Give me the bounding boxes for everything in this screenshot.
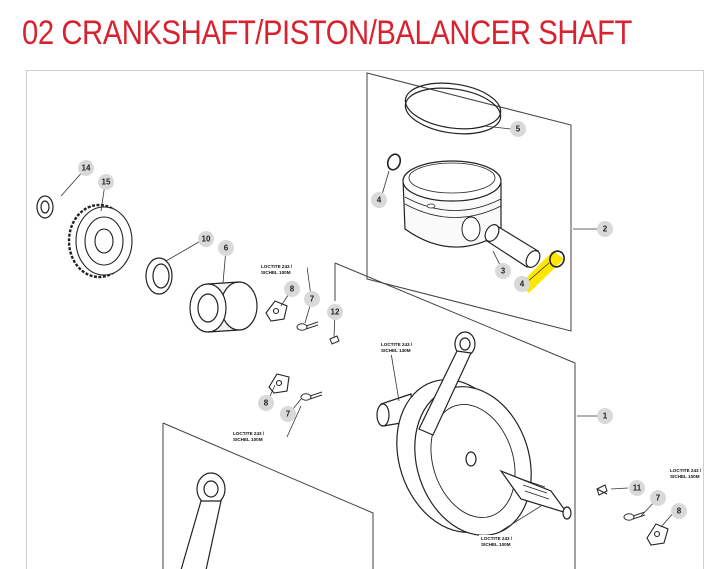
- loctite-note-4-line1: LOCTITE 243 /: [481, 536, 513, 541]
- piston-ring-part: [404, 82, 502, 135]
- callout-7-lower-label: 7: [656, 494, 661, 503]
- loctite-note-4: LOCTITE 243 / SICHEL 100M: [479, 535, 527, 549]
- loctite-note-5: LOCTITE 243 / SICHEL 100M: [669, 467, 703, 481]
- callout-5-label: 5: [516, 125, 521, 134]
- callout-11-label: 11: [633, 484, 642, 493]
- page-title: 02 CRANKSHAFT/PISTON/BALANCER SHAFT: [22, 14, 632, 52]
- loctite-note-3-line2: SICHEL 100M: [233, 437, 263, 442]
- callout-12[interactable]: 12: [327, 304, 343, 320]
- crankshaft-group-frame: [334, 262, 576, 569]
- main-bearing-part: [189, 281, 258, 333]
- callout-15[interactable]: 15: [98, 174, 114, 190]
- callout-5[interactable]: 5: [510, 121, 526, 137]
- callout-1[interactable]: 1: [597, 408, 613, 424]
- loctite-note-5-line2: SICHEL 100M: [670, 474, 700, 479]
- callout-4-highlighted[interactable]: 4: [514, 276, 530, 292]
- callout-1-label: 1: [603, 412, 608, 421]
- callout-12-label: 12: [331, 308, 340, 317]
- leader-lines: [60, 125, 676, 532]
- highlighted-circlip-part: [519, 250, 565, 293]
- loctite-note-1-line1: LOCTITE 243 /: [261, 264, 293, 269]
- callout-11[interactable]: 11: [629, 480, 645, 496]
- loctite-note-3: LOCTITE 243 / SICHEL 100M: [231, 430, 279, 444]
- callout-2-label: 2: [603, 225, 608, 234]
- callout-10[interactable]: 10: [198, 231, 214, 247]
- callout-4-circlip-label: 4: [377, 196, 382, 205]
- exploded-parts-diagram: LOCTITE 243 / SICHEL 100M LOCTITE 243 / …: [36, 72, 703, 569]
- callout-3-label: 3: [501, 267, 506, 276]
- seal-ring-part: [36, 195, 54, 219]
- loctite-note-2: LOCTITE 243 / SICHEL 130M: [379, 341, 427, 355]
- callout-7-middle-label: 7: [286, 410, 291, 419]
- callout-6-label: 6: [224, 244, 229, 253]
- circlip-part: [386, 153, 402, 171]
- callout-8-upper-label: 8: [290, 285, 295, 294]
- shim-part: [596, 488, 608, 495]
- callout-14[interactable]: 14: [78, 160, 94, 176]
- piston-pin-part: [484, 224, 541, 268]
- callout-15-label: 15: [102, 178, 111, 187]
- callout-6[interactable]: 6: [218, 240, 234, 256]
- callout-7-upper[interactable]: 7: [304, 291, 320, 307]
- callout-7-lower[interactable]: 7: [650, 490, 666, 506]
- callout-10-label: 10: [202, 235, 211, 244]
- piston-group-frame: [366, 72, 572, 332]
- callout-8-middle[interactable]: 8: [258, 395, 274, 411]
- callout-4-highlighted-label: 4: [520, 280, 525, 289]
- connecting-rod-part: [418, 331, 476, 436]
- callout-8-lower[interactable]: 8: [671, 503, 687, 519]
- callout-7-upper-label: 7: [310, 295, 315, 304]
- loctite-note-2-line2: SICHEL 130M: [381, 348, 411, 353]
- balancer-gear-part: [67, 203, 133, 279]
- connecting-rod-detail-part: [180, 472, 226, 569]
- callout-4-circlip[interactable]: 4: [371, 192, 387, 208]
- loctite-note-1: LOCTITE 243 / SICHEL 100M: [259, 263, 307, 277]
- callout-8-middle-label: 8: [264, 399, 269, 408]
- loctite-note-2-line1: LOCTITE 243 /: [381, 342, 413, 347]
- loctite-note-5-line1: LOCTITE 243 /: [670, 468, 702, 473]
- pin-part: [329, 335, 608, 496]
- loctite-note-3-line1: LOCTITE 243 /: [233, 431, 265, 436]
- crankshaft-part: [376, 379, 572, 536]
- loctite-note-1-line2: SICHEL 100M: [261, 270, 291, 275]
- callout-8-lower-label: 8: [677, 507, 682, 516]
- callout-8-upper[interactable]: 8: [284, 281, 300, 297]
- piston-part: [402, 160, 502, 248]
- lock-plate-part: [265, 300, 669, 546]
- spacer-ring-part: [145, 257, 173, 295]
- callout-2[interactable]: 2: [597, 221, 613, 237]
- callout-7-middle[interactable]: 7: [280, 406, 296, 422]
- con-rod-group-frame: [162, 422, 374, 569]
- parts-diagram-frame: LOCTITE 243 / SICHEL 100M LOCTITE 243 / …: [26, 70, 704, 569]
- callout-14-label: 14: [82, 164, 91, 173]
- callout-3[interactable]: 3: [495, 263, 511, 279]
- loctite-note-4-line2: SICHEL 100M: [481, 542, 511, 547]
